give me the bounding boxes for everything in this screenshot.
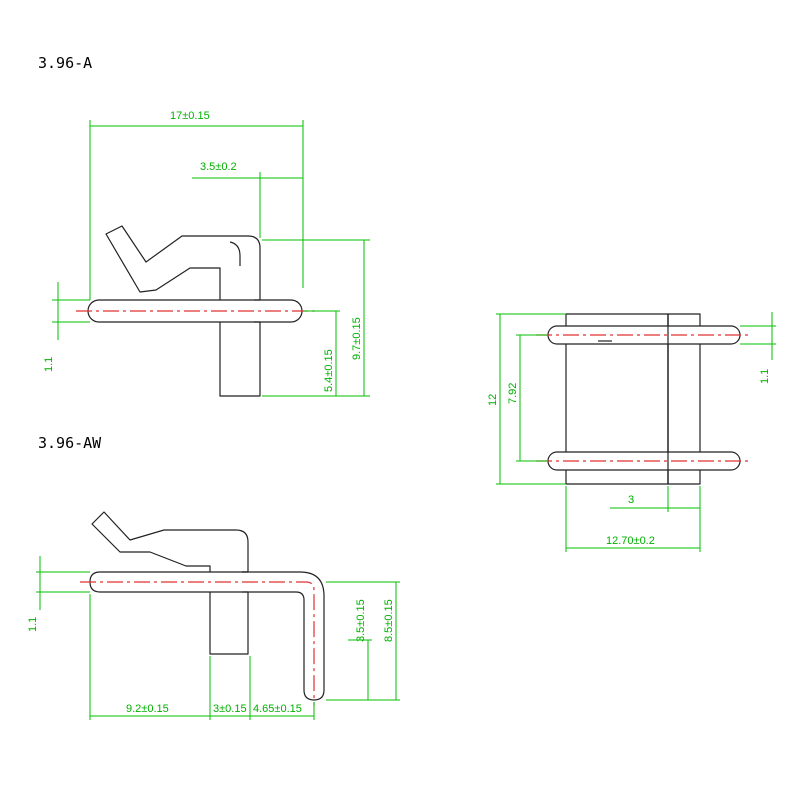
top-dim-pitch: 7.92 [507, 383, 519, 404]
view-aw-title: 3.96-AW [38, 434, 102, 452]
top-dim-pin: 1.1 [759, 369, 771, 384]
view-aw-dim-left: 9.2±0.15 [126, 703, 169, 715]
top-dim-width: 12.70±0.2 [606, 535, 655, 547]
view-a-dim-pin: 1.1 [43, 357, 55, 372]
view-aw-dim-mid: 3±0.15 [213, 703, 247, 715]
view-aw-bent-pin [89, 571, 325, 701]
view-aw-dim-tail1: 3.5±0.15 [355, 599, 367, 642]
view-a-dim-body: 5.4±0.15 [323, 349, 335, 392]
view-a-dim-width: 17±0.15 [170, 110, 210, 122]
view-a-body-mask [221, 301, 253, 321]
view-aw-dim-right: 4.65±0.15 [253, 703, 302, 715]
view-aw-dim-pin: 1.1 [27, 617, 39, 632]
view-a-pin-shoulder [254, 299, 260, 323]
top-dim-offset: 3 [628, 494, 634, 506]
view-top: 12 7.92 1.1 3 12.70±0.2 [487, 312, 776, 552]
view-aw-pin-shoulder [242, 571, 248, 593]
view-a-title: 3.96-A [38, 54, 92, 72]
top-dim-height: 12 [487, 394, 499, 406]
view-3-96-aw: 3.96-AW 1.1 9.2±0.15 3±0.15 4.65±0.15 3.… [27, 434, 400, 720]
view-a-terminal-inner-bend [229, 241, 241, 266]
view-aw-dim-tail2: 8.5±0.15 [383, 599, 395, 642]
view-a-dim-height: 9.7±0.15 [351, 317, 363, 360]
view-a-terminal-outline [105, 225, 261, 397]
view-a-dim-offset: 3.5±0.2 [200, 161, 237, 173]
view-aw-centerline [80, 581, 315, 706]
view-3-96-a: 3.96-A 17±0.15 3.5±0.2 9.7±0.15 5.4±0.15 [38, 54, 370, 397]
